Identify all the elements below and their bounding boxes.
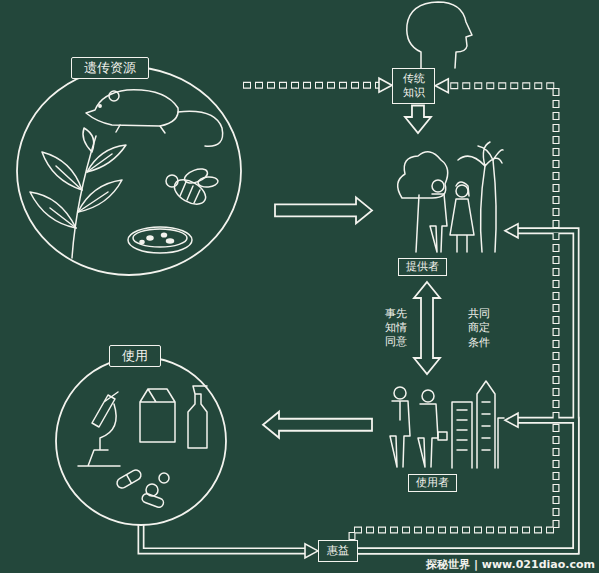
circle-outline	[56, 357, 226, 525]
lab-items	[78, 386, 207, 508]
circle-outline	[15, 55, 243, 277]
hollow-arrow	[414, 282, 440, 374]
circle-outline	[17, 67, 241, 275]
user-group: 使用者	[380, 378, 505, 492]
hollow-arrow	[405, 106, 431, 134]
hollow-arrow	[275, 197, 372, 223]
connector-core	[243, 83, 383, 88]
user-people	[390, 381, 504, 468]
arrow-head	[505, 224, 518, 238]
petri-dish	[128, 227, 192, 253]
connector-core	[141, 525, 309, 551]
provider-people	[398, 142, 503, 252]
circle-outline	[55, 345, 227, 525]
arrow-head	[505, 413, 518, 427]
connector-line	[352, 86, 556, 540]
arrow-head	[379, 78, 392, 92]
bee-figure	[166, 166, 218, 209]
connector-line	[141, 525, 309, 551]
node-label: 使用者	[408, 474, 457, 492]
edge-label: 事先 知情 同意	[384, 307, 409, 350]
head-silhouette	[407, 2, 472, 68]
resource-circle: 遗传资源	[15, 55, 243, 277]
arrow-head	[435, 79, 448, 93]
condition-label: 共同 商定 条件	[466, 307, 491, 350]
node-label: 惠益	[327, 544, 349, 558]
use-circle: 使用	[55, 345, 227, 525]
connector-line	[243, 82, 383, 89]
rat-figure	[86, 90, 223, 146]
node-label: 提供者	[398, 258, 447, 276]
hollow-arrow	[263, 412, 372, 438]
provider-group: 提供者	[380, 135, 505, 278]
benefit-box: 惠益	[318, 540, 358, 562]
connector-line	[358, 231, 576, 551]
connector-core	[352, 86, 556, 540]
banner-title: 遗传资源	[71, 57, 149, 79]
node-label: 传统 知识	[401, 72, 426, 100]
arrow-head	[305, 544, 318, 558]
watermark: 探秘世界 | www.021diao.com	[426, 557, 595, 572]
knowledge-box: 传统 知识	[392, 68, 435, 104]
banner-title: 使用	[109, 345, 161, 367]
connector-core	[358, 231, 576, 551]
